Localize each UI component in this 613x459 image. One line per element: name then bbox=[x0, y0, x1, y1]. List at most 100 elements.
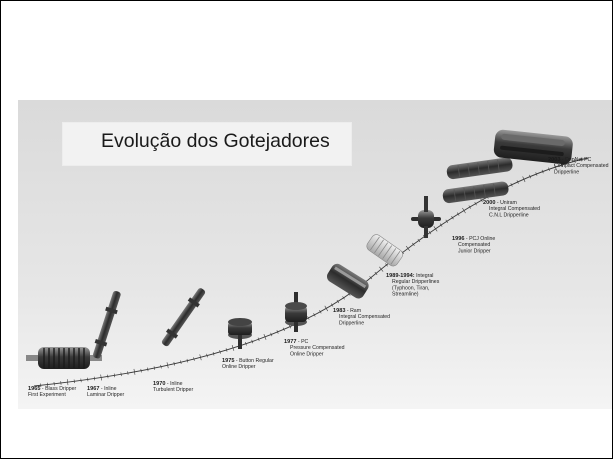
timeline-description: Regular Dripperlines bbox=[392, 279, 440, 285]
timeline-tick bbox=[140, 368, 142, 373]
timeline-tick bbox=[147, 367, 149, 372]
timeline-description: (Typhoon, Tiran, bbox=[392, 285, 429, 291]
timeline-description: Turbulent Dripper bbox=[153, 387, 193, 393]
timeline-tick bbox=[516, 180, 519, 184]
timeline-tick bbox=[87, 377, 89, 382]
pc-online-dripper-image bbox=[285, 292, 307, 332]
timeline-curve bbox=[33, 157, 589, 387]
timeline-tick bbox=[580, 157, 583, 162]
timeline-tick bbox=[385, 263, 388, 267]
timeline-tick bbox=[263, 334, 267, 340]
timeline-description: - Uniram bbox=[495, 200, 516, 206]
timeline-description: Compensated bbox=[458, 242, 490, 248]
timeline-tick bbox=[282, 327, 285, 332]
timeline-description: - DripNet PC bbox=[560, 157, 591, 163]
timeline-tick bbox=[522, 176, 526, 183]
timeline-tick bbox=[289, 324, 292, 329]
timeline-label-line: 1983 - Ram bbox=[333, 308, 361, 314]
uniram-dripperline-image bbox=[442, 157, 513, 204]
timeline-description: C.N.L Dripperline bbox=[489, 212, 529, 218]
timeline-tick bbox=[451, 216, 454, 220]
button-regular-dripper-image bbox=[228, 318, 252, 349]
timeline-description: Dripperline bbox=[339, 320, 364, 326]
timeline-tick bbox=[574, 159, 576, 164]
timeline-tick bbox=[456, 212, 460, 216]
slide-title: Evolução dos Gotejadores bbox=[101, 130, 330, 152]
timeline-tick bbox=[374, 271, 378, 276]
timeline-description: - Blass Dripper bbox=[40, 386, 76, 392]
timeline-description: - Inline bbox=[99, 386, 116, 392]
timeline-label-line: 2003 - DripNet PC bbox=[548, 157, 592, 163]
timeline-description: Dripperline bbox=[554, 169, 579, 175]
timeline-tick bbox=[405, 245, 410, 252]
timeline-tick bbox=[107, 374, 109, 379]
timeline-tick bbox=[324, 305, 329, 312]
inline-laminar-dripper-image bbox=[92, 290, 121, 359]
timeline-tick bbox=[439, 223, 443, 227]
timeline-tick bbox=[100, 374, 102, 381]
timeline-tick bbox=[529, 174, 532, 179]
timeline-tick bbox=[510, 183, 513, 187]
timeline-tick bbox=[199, 354, 202, 361]
timeline-tick bbox=[417, 238, 421, 243]
timeline-label-line: 1977 - PC bbox=[284, 339, 309, 345]
timeline-description: Integral bbox=[415, 273, 434, 279]
timeline-tick bbox=[212, 351, 215, 356]
timeline-year: 1970 bbox=[153, 381, 165, 387]
timeline-year: 2003 bbox=[548, 157, 560, 163]
timeline-year: 1996 bbox=[452, 236, 464, 242]
timeline-tick bbox=[541, 169, 544, 174]
timeline-label-line: 2000 - Uniram bbox=[483, 200, 517, 206]
timeline-description: Integral Compensated bbox=[489, 206, 540, 212]
timeline-tick bbox=[462, 207, 466, 214]
timeline-description: - Inline bbox=[165, 381, 182, 387]
timeline-label-line: 1975 - Button Regular bbox=[222, 358, 274, 364]
timeline-tick bbox=[153, 366, 156, 370]
timeline-tick bbox=[535, 172, 538, 176]
timeline-tick bbox=[180, 360, 182, 365]
timeline-year: 1977 bbox=[284, 339, 296, 345]
timeline-description: - PC bbox=[296, 339, 308, 345]
timeline-tick bbox=[66, 379, 69, 386]
timeline-tick bbox=[445, 219, 449, 224]
timeline-tick bbox=[468, 205, 471, 209]
timeline-description: Pressure Compensated bbox=[290, 345, 345, 351]
timeline-year: 1983 bbox=[333, 308, 345, 314]
timeline-tick bbox=[93, 376, 95, 381]
dripnet-pc-dripper-image bbox=[493, 129, 573, 165]
blass-dripper-image bbox=[26, 347, 102, 369]
timeline-description: First Experiment bbox=[28, 392, 66, 398]
timeline-tick bbox=[270, 332, 273, 337]
timeline-tick bbox=[251, 339, 254, 344]
timeline-tick bbox=[276, 330, 279, 334]
timeline-tick bbox=[160, 364, 162, 369]
timeline-tick bbox=[433, 226, 438, 232]
timeline-year: 1989-1994: bbox=[386, 273, 415, 279]
timeline-label-line: 1989-1994: Integral bbox=[386, 273, 433, 279]
timeline-tick bbox=[113, 373, 116, 378]
timeline-tick bbox=[369, 276, 373, 280]
ram-dripperline-image bbox=[326, 263, 369, 299]
timeline-tick bbox=[127, 371, 129, 375]
timeline-tick bbox=[166, 362, 169, 369]
timeline-year: 2000 bbox=[483, 200, 495, 206]
timeline-tick bbox=[133, 368, 136, 375]
timeline-tick bbox=[319, 310, 322, 314]
timeline-tick bbox=[193, 357, 195, 361]
title-box bbox=[62, 122, 352, 166]
timeline-label-line: 1970 - Inline bbox=[153, 381, 183, 387]
timeline-tick bbox=[428, 231, 432, 235]
timeline-label-line: 1965 - Blass Dripper bbox=[28, 386, 76, 392]
timeline-tick bbox=[206, 353, 208, 358]
timeline-description: - Button Regular bbox=[234, 358, 273, 364]
timeline-tick bbox=[336, 299, 340, 304]
timeline-tick bbox=[225, 348, 228, 352]
